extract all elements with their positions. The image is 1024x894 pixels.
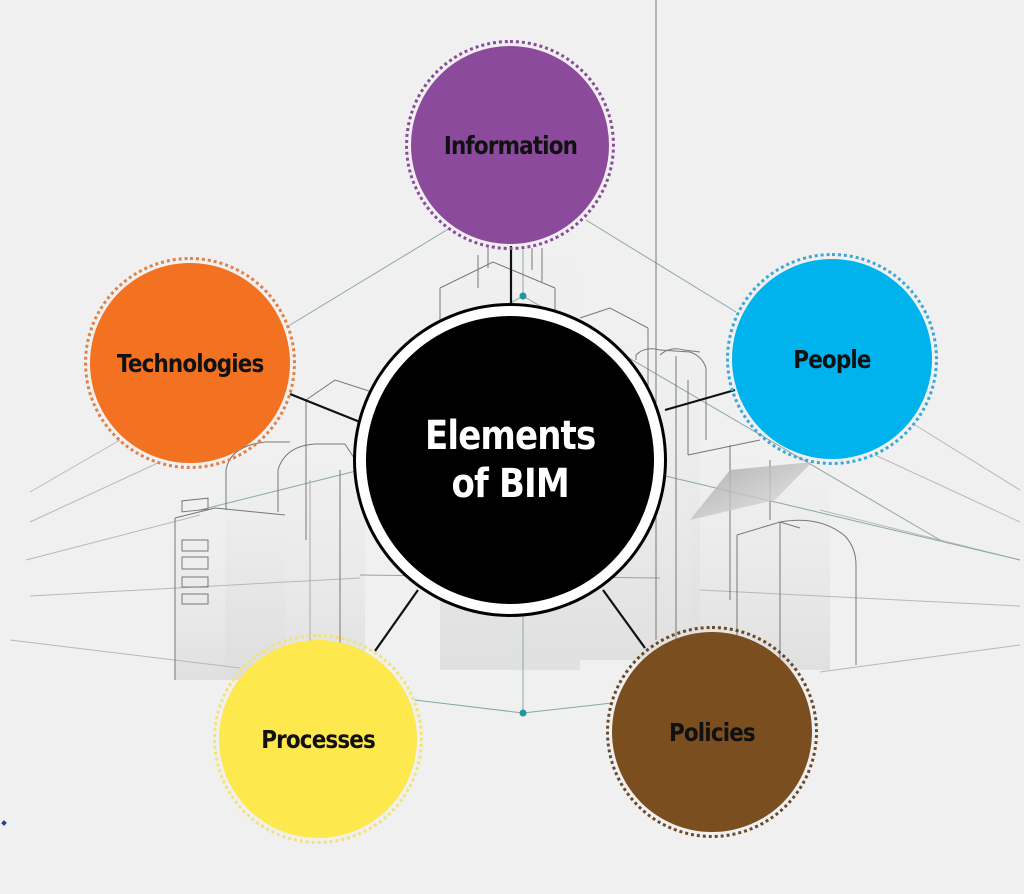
node-technologies: Technologies	[84, 257, 296, 469]
center-title-line2: of BIM	[451, 461, 569, 507]
center-title: Elements of BIM	[424, 412, 596, 508]
center-node-elements-of-bim: Elements of BIM	[356, 306, 664, 614]
node-information-label: Information	[443, 130, 577, 160]
node-processes: Processes	[213, 634, 423, 844]
node-technologies-ring	[84, 257, 296, 469]
node-technologies-fill	[90, 263, 290, 463]
node-people-fill	[732, 259, 932, 459]
center-connectors	[289, 246, 736, 652]
node-policies-fill	[612, 632, 812, 832]
building-wireframes	[174, 0, 857, 680]
node-people-label: People	[793, 344, 871, 374]
node-people: People	[726, 253, 938, 465]
node-processes-label: Processes	[261, 724, 376, 754]
node-information: Information	[405, 40, 615, 250]
shadow-plane	[690, 462, 812, 520]
node-people-ring	[726, 253, 938, 465]
perspective-lines-left	[9, 439, 361, 669]
accent-dot-top	[519, 292, 527, 300]
node-technologies-label: Technologies	[116, 348, 264, 378]
accent-dot-bottom	[519, 709, 527, 717]
center-title-line1: Elements	[424, 413, 596, 459]
node-policies-ring	[606, 626, 818, 838]
node-processes-ring	[213, 634, 423, 844]
node-processes-fill	[219, 640, 417, 838]
node-information-ring	[405, 40, 615, 250]
node-information-fill	[411, 46, 609, 244]
node-policies-label: Policies	[669, 717, 756, 747]
node-policies: Policies	[606, 626, 818, 838]
